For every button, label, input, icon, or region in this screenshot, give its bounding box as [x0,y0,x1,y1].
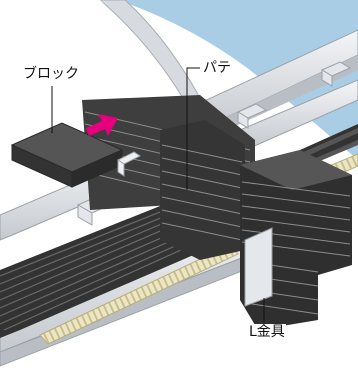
block-label: ブロック [22,66,80,82]
l-bracket [244,227,273,307]
block-stack-middle [160,120,245,260]
bracket-mid [117,151,141,177]
rope-left [39,244,239,345]
loose-block [10,122,124,188]
bracket-right-mid [236,103,268,129]
putty-leader [186,67,200,190]
insert-arrow [86,114,118,136]
sky-area [118,0,358,160]
putty-label: パテ [202,60,232,76]
cables-left [0,200,205,338]
l-bracket-label: L金具 [248,324,286,340]
bracket-right-top [320,61,352,87]
